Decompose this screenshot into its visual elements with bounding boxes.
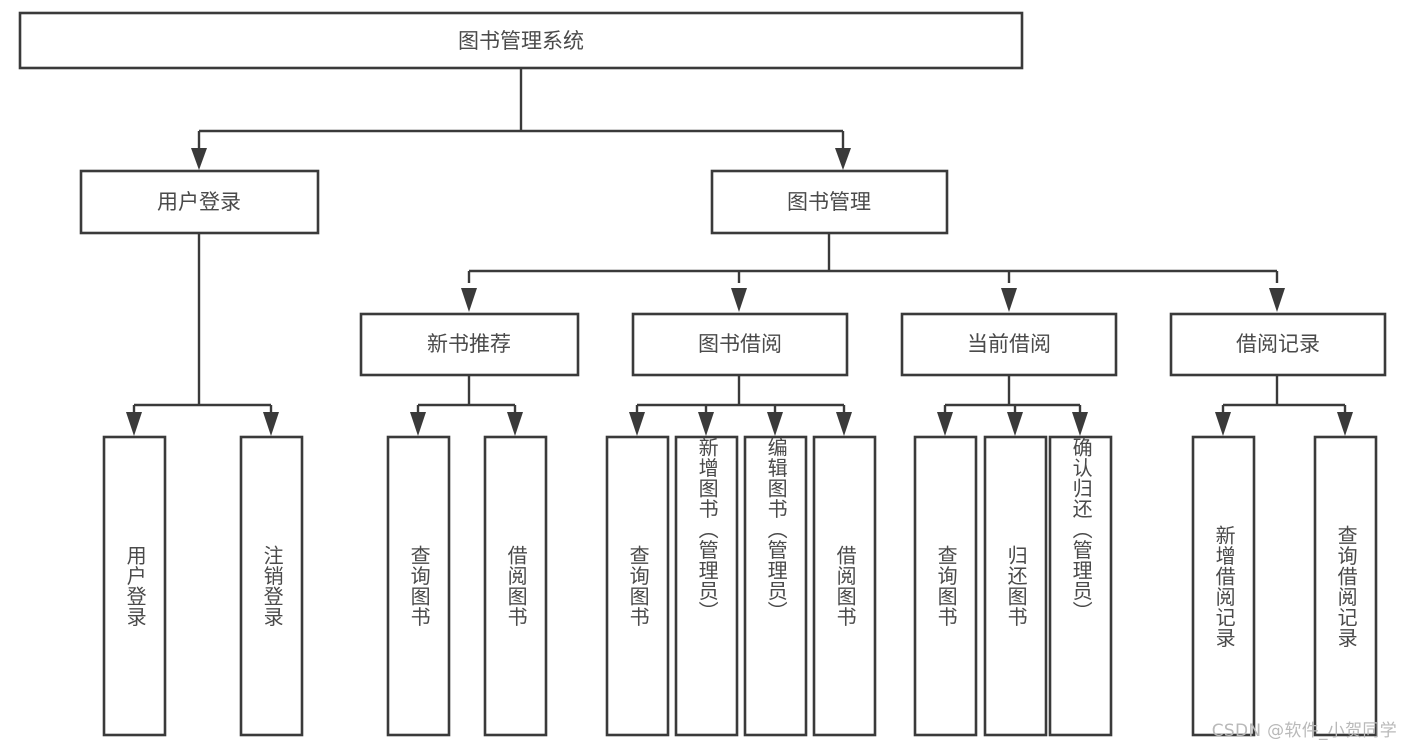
leaf-recommend-borrow-book[interactable]: [483, 435, 548, 737]
leaf-borrow-edit-book[interactable]: [743, 435, 808, 737]
leaf-user-login-logout[interactable]: [239, 435, 304, 737]
node-book-management[interactable]: 图书管理: [710, 169, 949, 235]
leaf-record-query-record[interactable]: [1313, 435, 1378, 737]
connector-record-to-leaves: [1215, 375, 1353, 436]
node-new-book-recommend[interactable]: 新书推荐: [359, 312, 580, 377]
leaf-user-login-login[interactable]: [102, 435, 167, 737]
node-book-borrow[interactable]: 图书借阅: [631, 312, 849, 377]
node-current-borrow-label: 当前借阅: [967, 332, 1051, 356]
leaf-record-add-record[interactable]: [1191, 435, 1256, 737]
leaf-current-query-book[interactable]: [913, 435, 978, 737]
leaf-borrow-query-book[interactable]: [605, 435, 670, 737]
connector-recommend-to-leaves: [410, 375, 523, 436]
node-borrow-record-label: 借阅记录: [1236, 332, 1320, 356]
node-user-login[interactable]: 用户登录: [79, 169, 320, 235]
node-new-book-recommend-label: 新书推荐: [427, 332, 511, 356]
node-user-login-label: 用户登录: [157, 190, 241, 214]
leaf-current-confirm-return[interactable]: [1048, 435, 1113, 737]
watermark-csdn: CSDN @软件_小贺同学: [1211, 721, 1397, 741]
leaf-recommend-query-book[interactable]: [386, 435, 451, 737]
leaf-borrow-borrow-book[interactable]: [812, 435, 877, 737]
leaf-borrow-add-book[interactable]: [674, 435, 739, 737]
connector-current-to-leaves: [937, 375, 1088, 436]
node-current-borrow[interactable]: 当前借阅: [900, 312, 1118, 377]
connector-userlogin-to-leaves: [126, 233, 279, 436]
leaf-current-return-book[interactable]: [983, 435, 1048, 737]
connector-borrow-to-leaves: [629, 375, 852, 436]
connector-root-to-level2: [191, 68, 851, 170]
node-borrow-record[interactable]: 借阅记录: [1169, 312, 1387, 377]
node-book-management-label: 图书管理: [787, 190, 871, 214]
node-root-label: 图书管理系统: [458, 29, 584, 53]
connector-bookmgmt-to-level3: [461, 233, 1285, 312]
node-root[interactable]: 图书管理系统: [18, 11, 1024, 70]
node-book-borrow-label: 图书借阅: [698, 332, 782, 356]
